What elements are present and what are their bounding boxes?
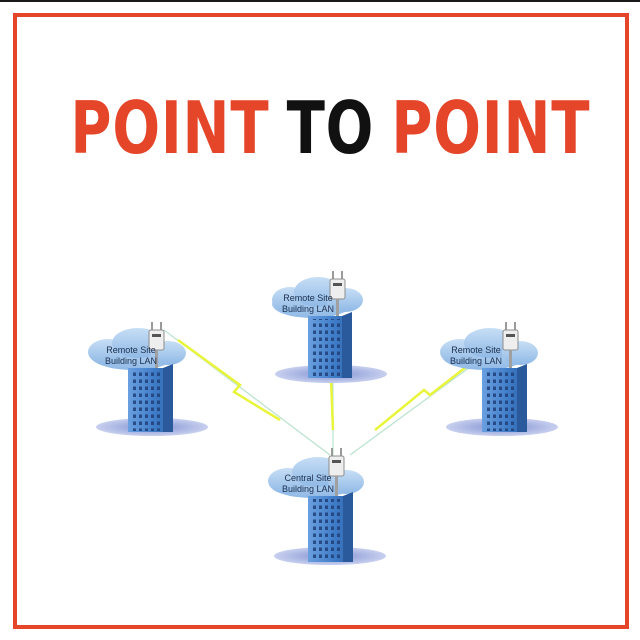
label-central-line1: Central Site <box>284 473 331 483</box>
title-word-to: TO <box>286 86 375 170</box>
site-remote-left: Remote Site Building LAN <box>88 322 208 436</box>
site-remote-right: Remote Site Building LAN <box>440 322 558 436</box>
label-central-line2: Building LAN <box>282 484 334 494</box>
top-rule <box>0 0 640 2</box>
link-central-left <box>163 329 331 456</box>
label-remote-top-line2: Building LAN <box>282 304 334 314</box>
cloud-central <box>268 457 364 498</box>
label-remote-right-line2: Building LAN <box>450 356 502 366</box>
site-remote-top: Remote Site Building LAN <box>272 271 387 383</box>
antenna-remote-left <box>148 322 165 368</box>
site-central: Central Site Building LAN <box>268 448 386 565</box>
title-word-point-1: POINT <box>70 86 270 170</box>
label-remote-left-line1: Remote Site <box>106 345 156 355</box>
antenna-remote-right <box>502 322 519 368</box>
border-frame <box>13 13 629 629</box>
title-word-point-2: POINT <box>391 86 591 170</box>
antenna-remote-top <box>329 271 346 316</box>
antenna-central <box>328 448 345 496</box>
label-remote-right-line1: Remote Site <box>451 345 501 355</box>
label-remote-left-line2: Building LAN <box>105 356 157 366</box>
label-remote-top-line1: Remote Site <box>283 293 333 303</box>
